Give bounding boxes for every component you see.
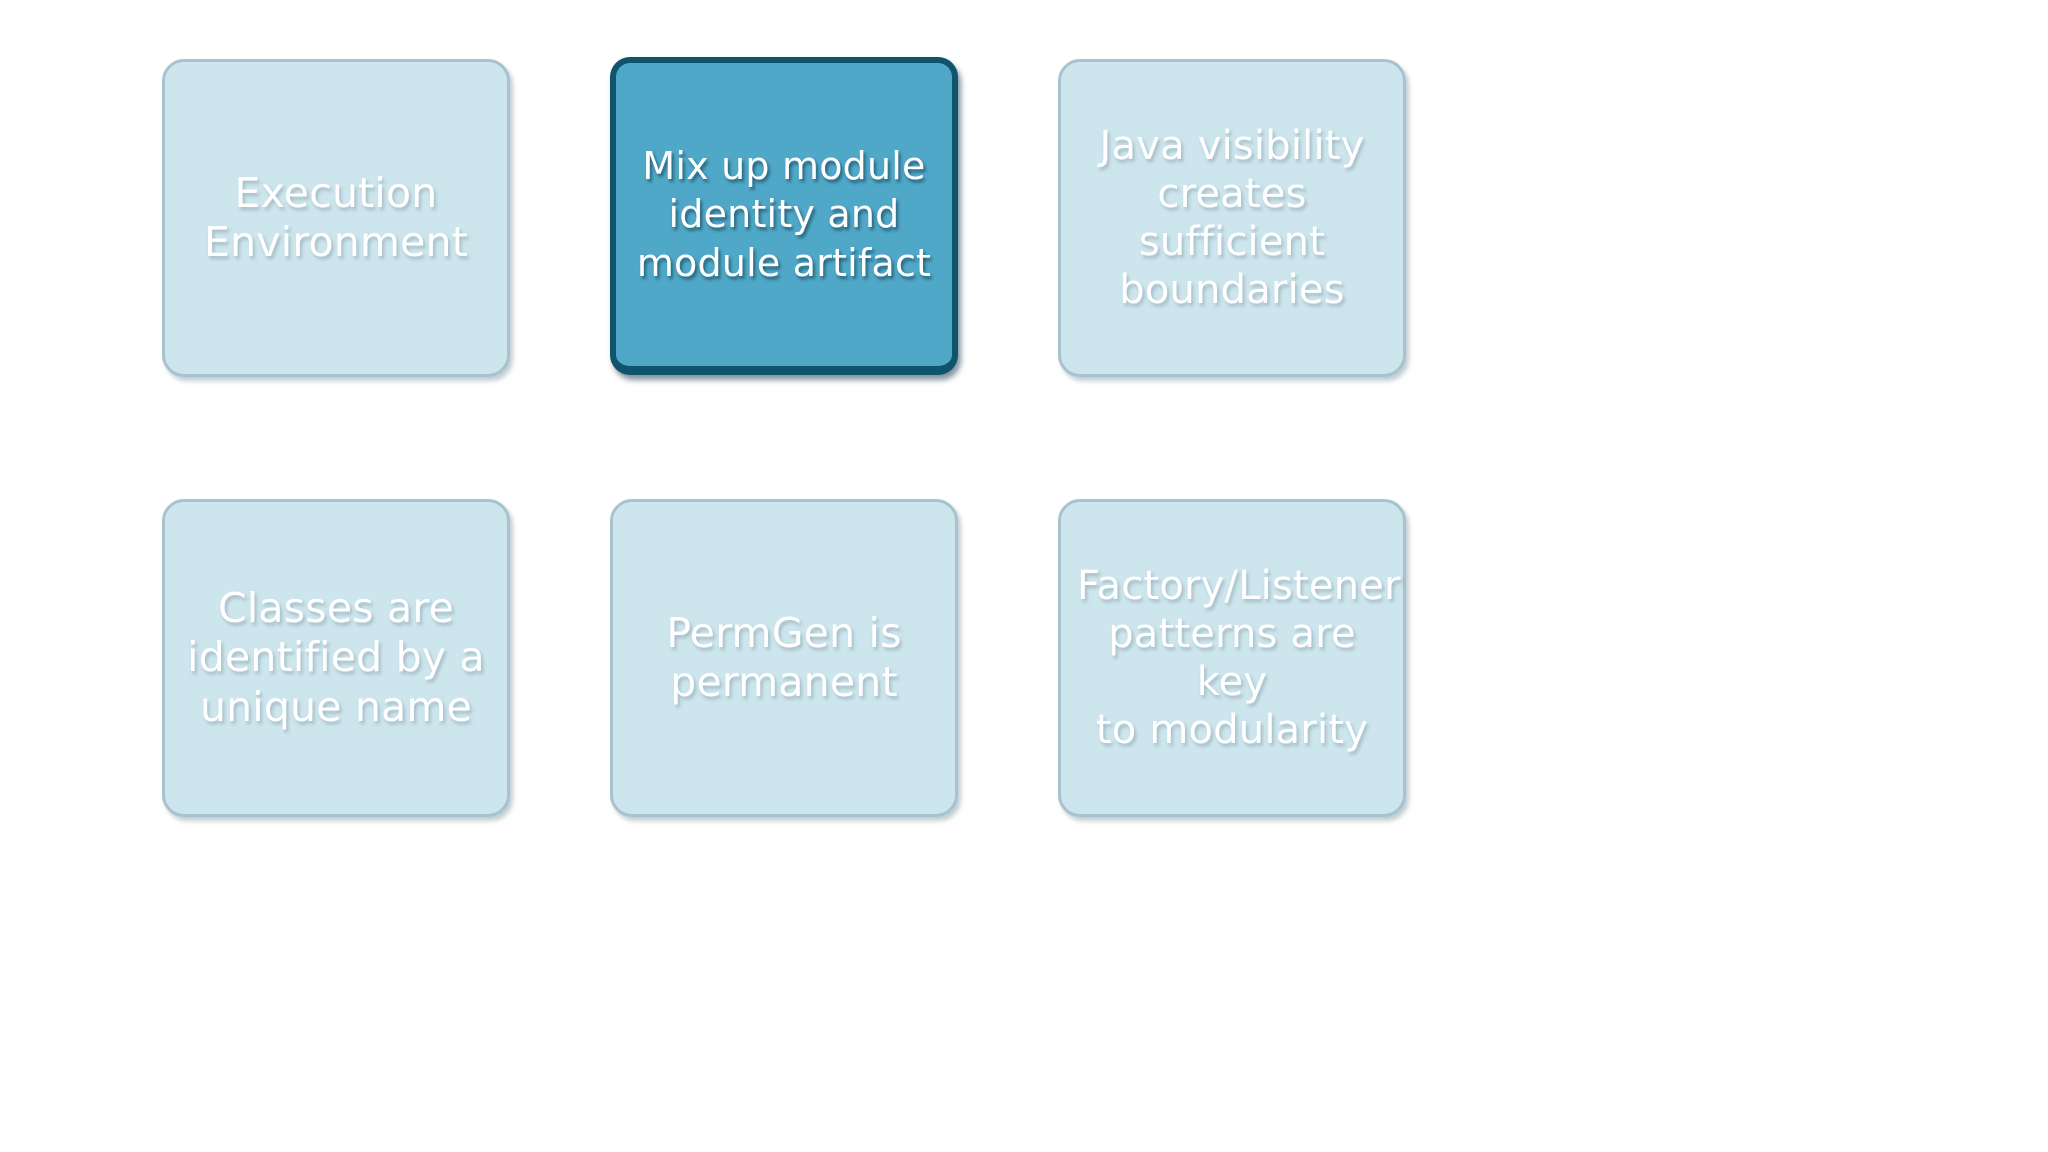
- card-label: Factory/Listener patterns are key to mod…: [1077, 563, 1401, 753]
- card-classes-are-identified-by-a-unique-name[interactable]: Classes are identified by a unique name: [162, 499, 510, 817]
- card-java-visibility-creates-sufficient-boundaries[interactable]: Java visibility creates sufficient bound…: [1058, 59, 1406, 377]
- card-label: Java visibility creates sufficient bound…: [1099, 123, 1365, 313]
- card-mix-up-module-identity-and-module-artifact[interactable]: Mix up module identity and module artifa…: [610, 57, 958, 375]
- card-factory-listener-patterns-are-key-to-modularity[interactable]: Factory/Listener patterns are key to mod…: [1058, 499, 1406, 817]
- card-label: PermGen is permanent: [666, 608, 902, 706]
- card-label: Classes are identified by a unique name: [187, 584, 485, 731]
- card-label: Mix up module identity and module artifa…: [636, 143, 932, 285]
- card-label: Execution Environment: [204, 168, 468, 266]
- card-execution-environment[interactable]: Execution Environment: [162, 59, 510, 377]
- card-permgen-is-permanent[interactable]: PermGen is permanent: [610, 499, 958, 817]
